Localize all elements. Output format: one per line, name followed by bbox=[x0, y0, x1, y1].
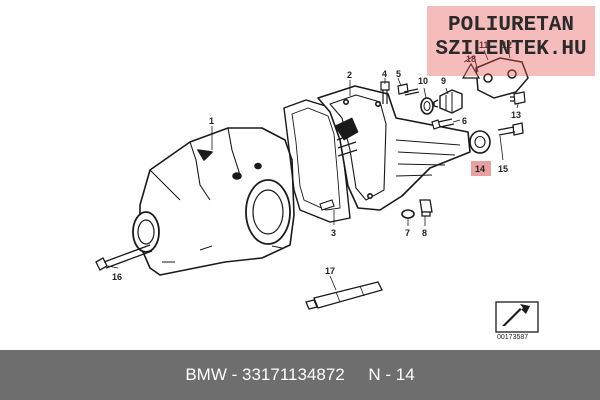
mount-bracket bbox=[463, 55, 529, 99]
callout-9: 9 bbox=[441, 76, 446, 86]
catalog-arrow-logo bbox=[495, 301, 539, 333]
callout-7: 7 bbox=[405, 228, 410, 238]
watermark: POLIURETAN SZILENTEK.HU bbox=[427, 6, 595, 76]
plug-8 bbox=[419, 199, 433, 217]
callout-8: 8 bbox=[422, 228, 427, 238]
callout-1: 1 bbox=[209, 116, 214, 126]
watermark-line-1: POLIURETAN bbox=[447, 14, 575, 37]
footer-bar: BMW - 33171134872 N - 14 bbox=[0, 350, 600, 400]
exploded-parts-diagram: 1 2 3 4 5 6 7 8 9 10 11 12 13 14 15 16 1… bbox=[95, 40, 539, 333]
sealant-tube-17 bbox=[305, 281, 383, 310]
callout-5: 5 bbox=[396, 69, 401, 79]
bolt-15 bbox=[497, 122, 524, 136]
leader-lines bbox=[107, 49, 519, 291]
part-number-label: BMW - 33171134872 N - 14 bbox=[185, 365, 415, 384]
callout-3: 3 bbox=[331, 228, 336, 238]
callout-14: 14 bbox=[475, 164, 485, 174]
bolt-lower-cover bbox=[319, 199, 335, 211]
callout-15: 15 bbox=[498, 164, 508, 174]
warning-triangle-icon bbox=[461, 62, 481, 79]
watermark-line-2: SZILENTEK.HU bbox=[435, 38, 587, 61]
bolt-4 bbox=[380, 81, 390, 104]
callout-11: 11 bbox=[479, 40, 489, 50]
bolt-13 bbox=[510, 91, 526, 105]
differential-housing bbox=[132, 127, 295, 276]
callout-2: 2 bbox=[347, 70, 352, 80]
callout-13: 13 bbox=[511, 110, 521, 120]
bolt-16 bbox=[95, 244, 153, 271]
seal-10 bbox=[420, 97, 434, 115]
bushing-14 bbox=[469, 130, 491, 154]
bolt-6 bbox=[431, 118, 455, 130]
callout-16: 16 bbox=[112, 272, 122, 282]
bolt-5 bbox=[397, 83, 420, 96]
rear-cover bbox=[317, 85, 471, 211]
callout-14-highlight bbox=[471, 161, 491, 176]
callout-18: 18 bbox=[466, 54, 476, 64]
flange-9 bbox=[433, 89, 463, 114]
callout-4: 4 bbox=[382, 69, 387, 79]
callout-17: 17 bbox=[325, 266, 335, 276]
catalog-code: 00173587 bbox=[497, 334, 529, 341]
washer-7 bbox=[401, 209, 415, 219]
callout-6: 6 bbox=[462, 116, 467, 126]
callout-12: 12 bbox=[502, 40, 512, 50]
callout-10: 10 bbox=[418, 76, 428, 86]
